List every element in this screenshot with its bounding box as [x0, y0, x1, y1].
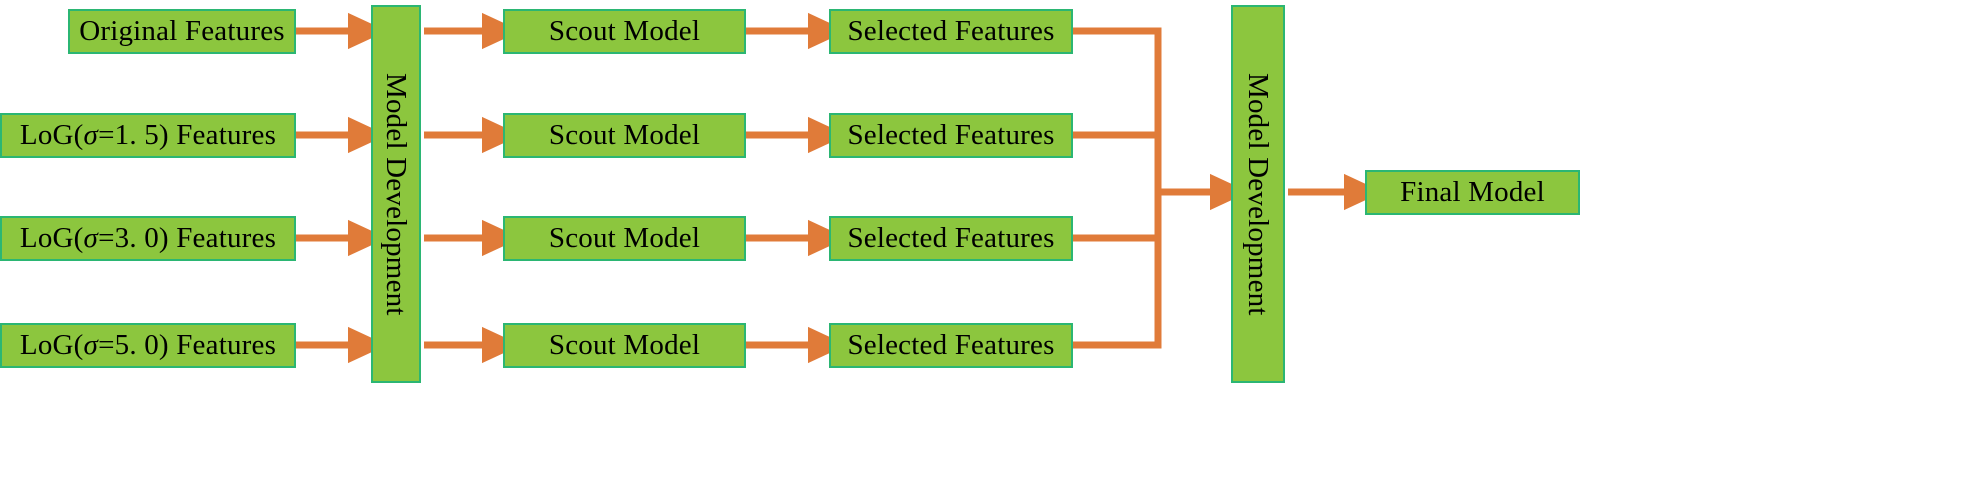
selected-features-node-2[interactable]: Selected Features [829, 113, 1073, 158]
input-node-log-sigma-3-0[interactable]: LoG(σ=3. 0) Features [0, 216, 296, 261]
stage-model-development-1[interactable]: Model Development [371, 5, 421, 383]
input-node-log-sigma-5-0[interactable]: LoG(σ=5. 0) Features [0, 323, 296, 368]
merge-bus [1069, 27, 1250, 349]
stage-model-development-2[interactable]: Model Development [1231, 5, 1285, 383]
input-node-log-sigma-1-5[interactable]: LoG(σ=1. 5) Features [0, 113, 296, 158]
arrows-stage1-to-scout [424, 12, 522, 364]
final-model-node[interactable]: Final Model [1365, 170, 1580, 215]
scout-model-node-3[interactable]: Scout Model [503, 216, 746, 261]
scout-model-node-2[interactable]: Scout Model [503, 113, 746, 158]
selected-features-node-4[interactable]: Selected Features [829, 323, 1073, 368]
selected-features-node-1[interactable]: Selected Features [829, 9, 1073, 54]
sigma-symbol: σ [83, 329, 99, 362]
selected-features-node-3[interactable]: Selected Features [829, 216, 1073, 261]
scout-model-node-1[interactable]: Scout Model [503, 9, 746, 54]
arrows-inputs-to-stage1 [296, 12, 388, 364]
sigma-symbol: σ [83, 119, 99, 152]
arrows-scout-to-selected [746, 12, 848, 364]
input-node-original-features[interactable]: Original Features [68, 9, 296, 54]
sigma-symbol: σ [83, 222, 99, 255]
scout-model-node-4[interactable]: Scout Model [503, 323, 746, 368]
